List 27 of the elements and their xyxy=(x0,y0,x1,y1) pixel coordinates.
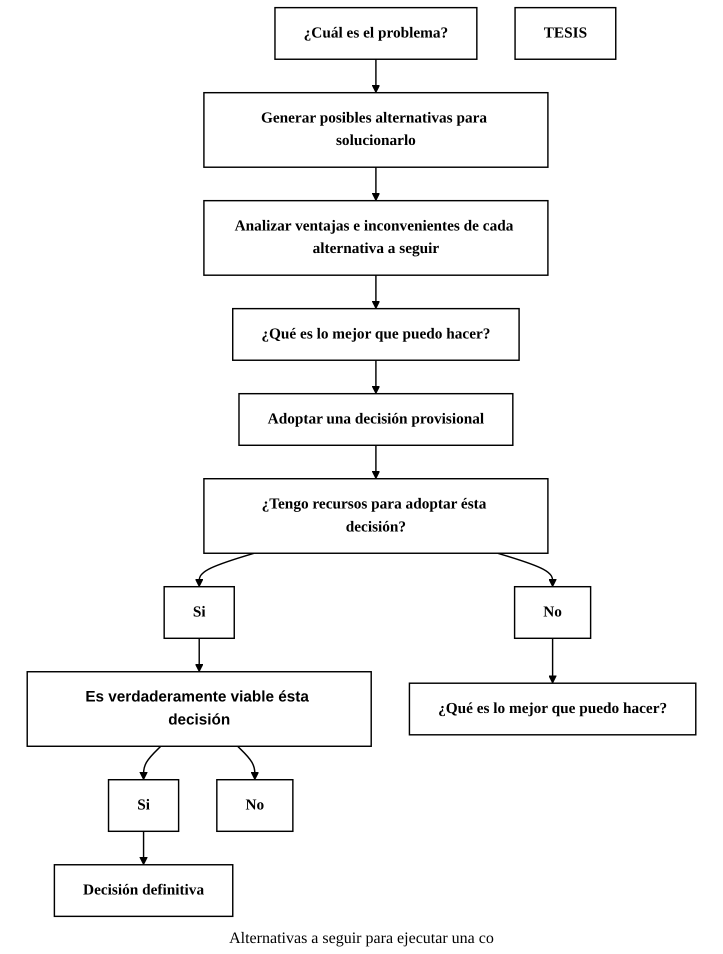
arrow xyxy=(372,59,380,94)
arrow xyxy=(372,360,380,394)
arrow xyxy=(372,275,380,310)
node-box: No xyxy=(216,779,294,832)
node-box: Es verdaderamente viable ésta decisión xyxy=(26,671,372,747)
arrow xyxy=(195,552,254,588)
arrow xyxy=(372,167,380,202)
node-box: ¿Qué es lo mejor que puedo hacer? xyxy=(232,308,520,361)
node-box: No xyxy=(514,586,592,640)
node-box: Analizar ventajas e inconvenientes de cada alternativa a seguir xyxy=(203,200,549,276)
node-box: Si xyxy=(163,586,235,640)
arrow xyxy=(498,552,557,588)
node-box: ¿Cuál es el problema? xyxy=(274,6,478,60)
node-box: Decisión definitiva xyxy=(54,864,234,918)
node-box: Generar posibles alternativas para solucionarlo xyxy=(203,92,549,168)
arrow xyxy=(139,746,162,780)
node-box: TESIS xyxy=(514,6,616,60)
node-box: ¿Qué es lo mejor que puedo hacer? xyxy=(408,682,696,736)
arrow xyxy=(372,445,380,480)
node-box: ¿Tengo recursos para adoptar ésta decisión? xyxy=(203,478,549,554)
arrow xyxy=(237,746,260,780)
node-box: Adoptar una decisión provisional xyxy=(238,392,514,446)
caption: Alternativas a seguir para ejecutar una co xyxy=(228,929,495,949)
node-box: Si xyxy=(108,779,180,832)
arrow xyxy=(195,638,204,672)
arrow xyxy=(548,638,557,684)
arrow xyxy=(139,831,148,866)
